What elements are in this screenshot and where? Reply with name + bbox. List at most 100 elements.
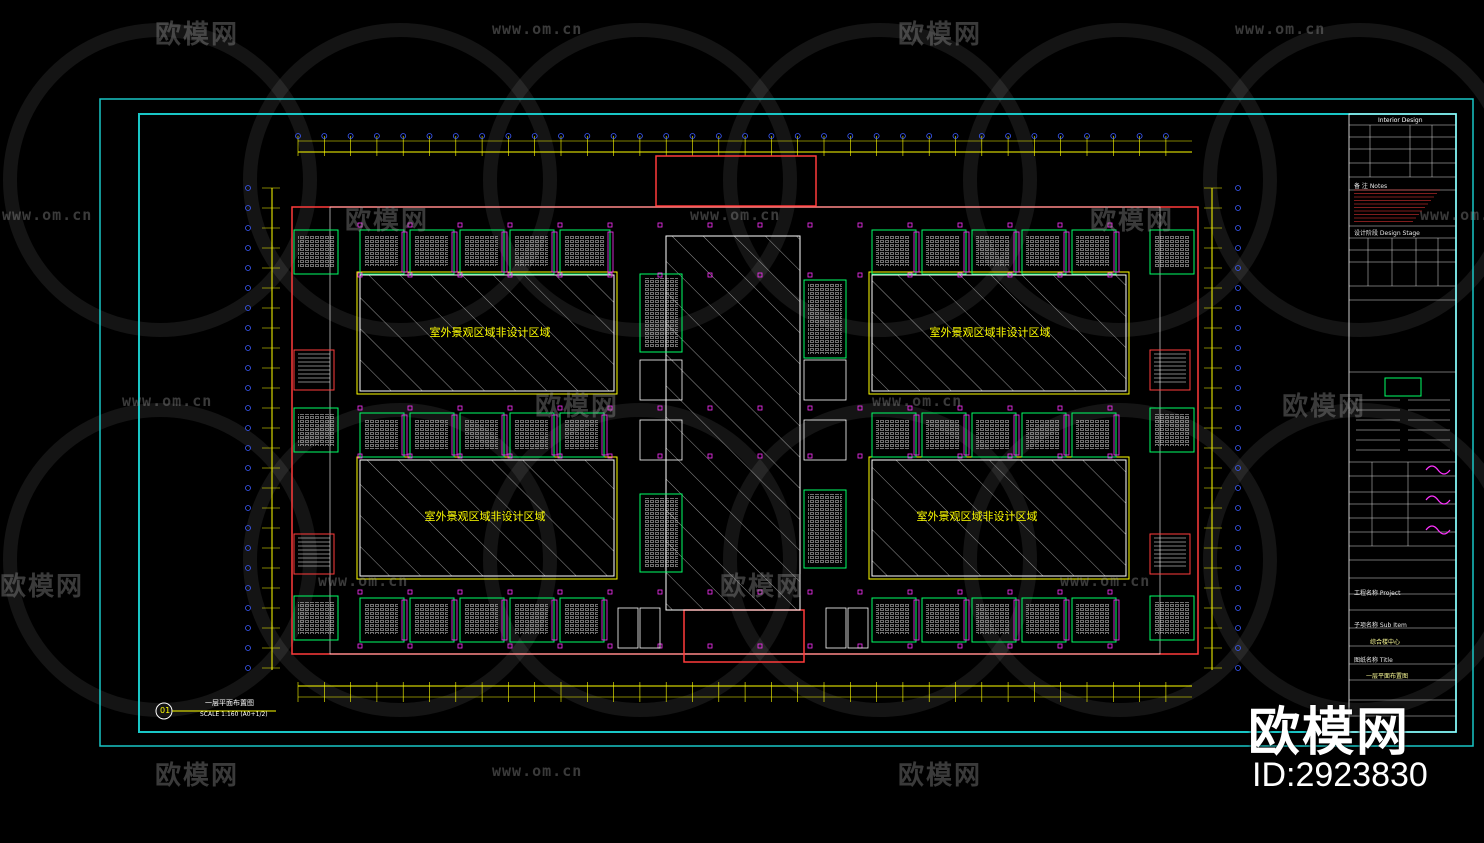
axis-bubble <box>347 133 354 139</box>
classroom-door <box>1113 231 1120 273</box>
classroom-seats <box>1076 604 1110 634</box>
column <box>1057 272 1063 278</box>
axis-bubble <box>245 585 251 591</box>
classroom-door <box>451 414 458 456</box>
watermark-url: www.om.cn <box>1060 572 1151 590</box>
tb-drawing-name: 一层平面布置图 <box>1366 673 1409 680</box>
wing-seats <box>298 602 334 634</box>
wing-room <box>293 229 339 275</box>
axis-bubble <box>663 133 670 139</box>
axis-bubble <box>584 133 591 139</box>
wing-room <box>1149 229 1195 275</box>
watermark-brand: 欧模网 <box>155 761 240 791</box>
courtyard-hatch <box>871 274 1127 392</box>
column <box>607 272 613 278</box>
column <box>957 643 963 649</box>
axis-bubble <box>1235 345 1241 351</box>
axis-bubble <box>245 665 251 671</box>
classroom-seats <box>926 419 960 449</box>
column <box>457 222 463 228</box>
axis-bubble <box>1163 133 1169 139</box>
corner-brand: 欧模网 <box>1248 704 1411 762</box>
wing-seats <box>298 236 334 268</box>
courtyard-hatch <box>359 274 615 392</box>
column <box>757 222 763 228</box>
axis-bubble <box>245 265 251 271</box>
column <box>457 405 463 411</box>
stair-core <box>1149 533 1191 575</box>
watermark-brand: 欧模网 <box>898 20 983 50</box>
watermark-url: www.om.cn <box>690 206 781 224</box>
axis-bubble <box>1235 365 1241 371</box>
classroom-door <box>551 414 558 456</box>
classroom-seats <box>876 419 910 449</box>
column <box>507 453 513 459</box>
column <box>457 643 463 649</box>
column <box>357 643 363 649</box>
service-room <box>803 419 847 461</box>
axis-bubble <box>245 185 251 191</box>
column <box>957 589 963 595</box>
lecture-seats <box>644 278 678 348</box>
classroom <box>509 229 555 275</box>
column <box>957 453 963 459</box>
column <box>1107 272 1113 278</box>
column <box>807 272 813 278</box>
watermark-url: www.om.cn <box>1420 206 1484 224</box>
classroom-door <box>913 414 920 456</box>
axis-bubble <box>1235 285 1241 291</box>
axis-bubble <box>245 345 251 351</box>
zone-label-sw: 室外景观区域非设计区域 <box>424 510 546 523</box>
classroom-seats <box>364 236 398 266</box>
axis-bubble <box>1235 485 1241 491</box>
axis-bubble <box>245 385 251 391</box>
classroom <box>559 597 605 643</box>
classroom <box>1071 412 1117 458</box>
column <box>907 589 913 595</box>
column <box>957 405 963 411</box>
classroom-door <box>551 231 558 273</box>
column <box>757 272 763 278</box>
axis-bubble <box>900 133 906 139</box>
classroom-seats <box>976 604 1010 634</box>
axis-bubble <box>689 133 696 139</box>
classroom-door <box>401 231 408 273</box>
column <box>907 222 913 228</box>
courtyard-edge <box>356 271 618 395</box>
wing-seats <box>1154 602 1190 634</box>
column <box>907 643 913 649</box>
entry-north <box>655 155 817 207</box>
tb-stage-label: 设计阶段 Design Stage <box>1354 230 1420 237</box>
axis-bubble <box>1235 505 1241 511</box>
service-room <box>803 359 847 401</box>
column <box>907 405 913 411</box>
column <box>1107 589 1113 595</box>
column <box>607 643 613 649</box>
column <box>357 453 363 459</box>
classroom-seats <box>514 236 548 266</box>
column <box>607 405 613 411</box>
classroom-door <box>501 599 508 641</box>
classroom <box>359 412 405 458</box>
axis-bubble <box>245 505 251 511</box>
column <box>1057 643 1063 649</box>
axis-bubble <box>245 485 251 491</box>
classroom-door <box>451 231 458 273</box>
classroom-door <box>451 599 458 641</box>
column <box>357 405 363 411</box>
classroom-door <box>601 599 608 641</box>
axis-bubble <box>847 133 854 139</box>
column <box>807 453 813 459</box>
axis-bubble <box>1235 405 1241 411</box>
column <box>407 589 413 595</box>
column <box>1057 405 1063 411</box>
axis-bubble <box>1235 325 1241 331</box>
column <box>957 222 963 228</box>
axis-bubble <box>505 133 512 139</box>
classroom <box>409 597 455 643</box>
classroom-seats <box>1076 236 1110 266</box>
axis-bubble <box>952 133 959 139</box>
column <box>707 643 713 649</box>
classroom-door <box>1013 231 1020 273</box>
watermark-brand: 欧模网 <box>1282 392 1367 422</box>
